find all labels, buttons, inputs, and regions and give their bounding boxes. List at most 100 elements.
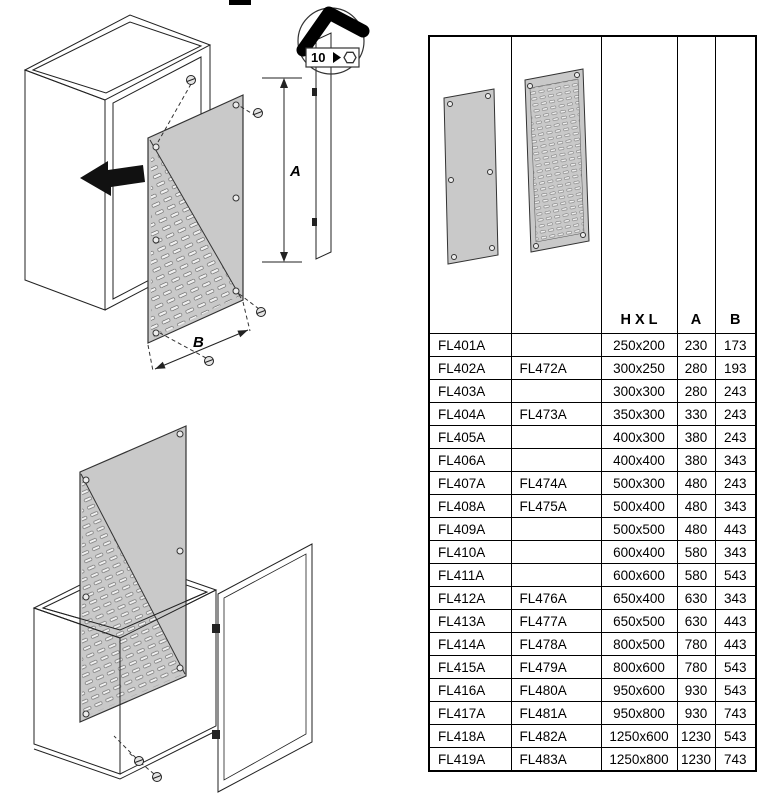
plate-dim-b: 543	[714, 563, 757, 587]
torque-tool-callout: 10	[296, 6, 370, 75]
plate-code-perforated	[510, 517, 602, 541]
table-row: FL409A 500x500 480 443	[428, 517, 757, 541]
table-row: FL407A FL474A 500x300 480 243	[428, 471, 757, 495]
plate-dimensions-hxl: 300x250	[600, 356, 678, 380]
plate-dimensions-hxl: 500x500	[600, 517, 678, 541]
plate-dim-a: 380	[676, 425, 716, 449]
plate-code-plain: FL408A	[428, 494, 512, 518]
plate-code-perforated	[510, 333, 602, 357]
plate-dim-a: 330	[676, 402, 716, 426]
mounting-plate-spec-table: H X L A B FL401A 250x200 230 173 FL402A …	[428, 35, 757, 772]
plate-dim-b: 243	[714, 402, 757, 426]
plate-code-perforated: FL473A	[510, 402, 602, 426]
plate-dim-a: 780	[676, 655, 716, 679]
dimension-b: B	[147, 301, 251, 372]
plate-dimensions-hxl: 600x600	[600, 563, 678, 587]
insert-direction-arrow-icon	[80, 161, 145, 196]
column-header-hxl: H X L	[600, 35, 678, 334]
plate-dim-a: 480	[676, 517, 716, 541]
plate-code-plain: FL418A	[428, 724, 512, 748]
plate-code-plain: FL411A	[428, 563, 512, 587]
plate-code-perforated: FL476A	[510, 586, 602, 610]
table-row: FL406A 400x400 380 343	[428, 448, 757, 472]
plate-dimensions-hxl: 500x300	[600, 471, 678, 495]
plate-code-plain: FL419A	[428, 747, 512, 772]
plate-dim-b: 343	[714, 540, 757, 564]
plate-code-perforated: FL472A	[510, 356, 602, 380]
plate-code-plain: FL406A	[428, 448, 512, 472]
hex-socket-icon	[343, 51, 357, 64]
plate-code-perforated: FL475A	[510, 494, 602, 518]
table-row: FL410A 600x400 580 343	[428, 540, 757, 564]
plate-dim-b: 743	[714, 701, 757, 725]
plate-code-perforated	[510, 379, 602, 403]
plain-plate-thumb-image	[443, 88, 499, 265]
table-header-row: H X L A B	[428, 35, 757, 334]
table-row: FL403A 300x300 280 243	[428, 379, 757, 403]
table-row: FL413A FL477A 650x500 630 443	[428, 609, 757, 633]
plate-dim-a: 1230	[676, 724, 716, 748]
plate-dim-b: 343	[714, 586, 757, 610]
screw-icon	[152, 772, 162, 782]
plate-dim-a: 380	[676, 448, 716, 472]
plate-dimensions-hxl: 950x800	[600, 701, 678, 725]
plate-dim-b: 173	[714, 333, 757, 357]
plate-dim-a: 1230	[676, 747, 716, 772]
plain-plate-thumb-cell	[428, 35, 512, 334]
plate-code-perforated: FL474A	[510, 471, 602, 495]
screw-icon	[186, 75, 196, 85]
table-row: FL408A FL475A 500x400 480 343	[428, 494, 757, 518]
plate-dim-b: 443	[714, 517, 757, 541]
plate-dim-b: 543	[714, 724, 757, 748]
screw-icon	[134, 756, 144, 766]
screw-icon	[253, 108, 263, 118]
column-header-b: B	[714, 35, 757, 334]
plate-code-perforated: FL480A	[510, 678, 602, 702]
mounting-plate-drawing	[147, 94, 244, 344]
plate-code-plain: FL405A	[428, 425, 512, 449]
plate-dimensions-hxl: 650x500	[600, 609, 678, 633]
table-row: FL411A 600x600 580 543	[428, 563, 757, 587]
plate-code-plain: FL414A	[428, 632, 512, 656]
plate-code-perforated: FL477A	[510, 609, 602, 633]
plate-code-perforated: FL479A	[510, 655, 602, 679]
plate-dim-b: 543	[714, 678, 757, 702]
plate-code-perforated: FL481A	[510, 701, 602, 725]
plate-code-perforated	[510, 540, 602, 564]
table-row: FL416A FL480A 950x600 930 543	[428, 678, 757, 702]
plate-dimensions-hxl: 300x300	[600, 379, 678, 403]
plate-dimensions-hxl: 800x600	[600, 655, 678, 679]
plate-code-plain: FL409A	[428, 517, 512, 541]
plate-dimensions-hxl: 400x300	[600, 425, 678, 449]
dim-b-label: B	[193, 334, 204, 351]
bottom-installation-diagram	[32, 425, 313, 793]
plate-dimensions-hxl: 950x600	[600, 678, 678, 702]
table-row: FL404A FL473A 350x300 330 243	[428, 402, 757, 426]
plate-dim-a: 630	[676, 586, 716, 610]
plate-dim-b: 193	[714, 356, 757, 380]
plate-dim-b: 743	[714, 747, 757, 772]
plate-dim-a: 280	[676, 356, 716, 380]
plate-dimensions-hxl: 400x400	[600, 448, 678, 472]
plate-code-plain: FL413A	[428, 609, 512, 633]
plate-code-perforated: FL482A	[510, 724, 602, 748]
plate-dim-a: 930	[676, 701, 716, 725]
plate-dimensions-hxl: 600x400	[600, 540, 678, 564]
mounting-plate-drawing	[79, 425, 187, 723]
plate-dimensions-hxl: 1250x800	[600, 747, 678, 772]
dim-a-label: A	[289, 163, 301, 180]
table-row: FL415A FL479A 800x600 780 543	[428, 655, 757, 679]
plate-dimensions-hxl: 250x200	[600, 333, 678, 357]
table-row: FL412A FL476A 650x400 630 343	[428, 586, 757, 610]
plate-code-plain: FL412A	[428, 586, 512, 610]
plate-code-plain: FL415A	[428, 655, 512, 679]
plate-dim-b: 543	[714, 655, 757, 679]
door-panel-outline	[212, 543, 313, 793]
plate-dim-a: 580	[676, 540, 716, 564]
plate-dim-b: 443	[714, 609, 757, 633]
hinge-mark	[312, 218, 317, 226]
plate-code-perforated	[510, 425, 602, 449]
perforated-plate-thumb-image	[524, 68, 590, 253]
plate-code-perforated	[510, 448, 602, 472]
